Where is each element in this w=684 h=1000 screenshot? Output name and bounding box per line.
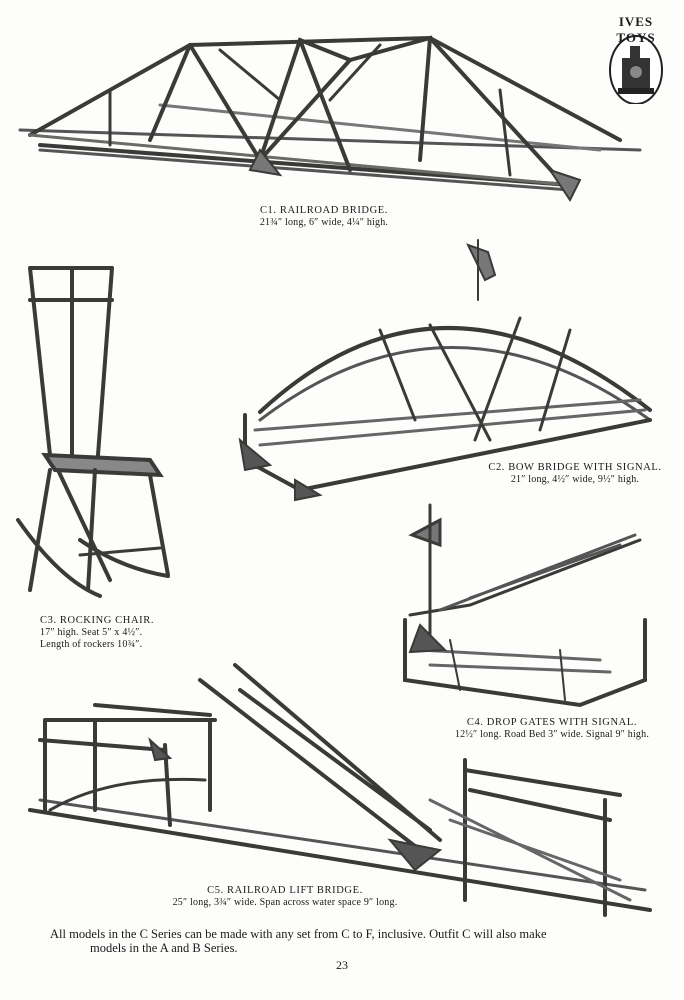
caption-title: C3. ROCKING CHAIR. xyxy=(40,615,155,626)
caption-title: C2. BOW BRIDGE WITH SIGNAL. xyxy=(488,462,662,473)
caption-c2: C2. BOW BRIDGE WITH SIGNAL. 21″ long, 4½… xyxy=(470,462,680,486)
railroad-bridge-illustration xyxy=(18,35,642,202)
caption-spec: 12½″ long. Road Bed 3″ wide. Signal 9″ h… xyxy=(454,729,650,741)
caption-c1: C1. RAILROAD BRIDGE. 21¾″ long, 6″ wide,… xyxy=(214,205,434,229)
bow-bridge-illustration xyxy=(238,239,652,502)
caption-spec: 17″ high. Seat 5″ x 4½″. xyxy=(40,627,143,639)
footer-line-2: models in the A and B Series. xyxy=(90,941,238,956)
caption-spec: 21¾″ long, 6″ wide, 4¼″ high. xyxy=(259,217,389,229)
ives-toys-logo: IVES TOYS xyxy=(606,14,666,105)
caption-spec: 25″ long, 3¾″ wide. Span across water sp… xyxy=(172,897,398,909)
caption-c5: C5. RAILROAD LIFT BRIDGE. 25″ long, 3¾″ … xyxy=(140,885,430,909)
caption-spec-2: Length of rockers 10¾″. xyxy=(40,638,143,650)
lift-bridge-illustration xyxy=(28,663,652,917)
footer-line-1: All models in the C Series can be made w… xyxy=(50,927,547,941)
footer-note: All models in the C Series can be made w… xyxy=(50,927,650,956)
caption-c4: C4. DROP GATES WITH SIGNAL. 12½″ long. R… xyxy=(432,717,672,741)
caption-title: C5. RAILROAD LIFT BRIDGE. xyxy=(207,885,363,896)
caption-title: C4. DROP GATES WITH SIGNAL. xyxy=(466,717,638,728)
caption-c3: C3. ROCKING CHAIR. 17″ high. Seat 5″ x 4… xyxy=(40,615,210,650)
page-number: 23 xyxy=(336,958,348,972)
logo-text: IVES TOYS xyxy=(616,14,656,45)
caption-title: C1. RAILROAD BRIDGE. xyxy=(259,205,389,216)
caption-spec: 21″ long, 4½″ wide, 9½″ high. xyxy=(510,474,640,486)
rocking-chair-illustration xyxy=(16,266,170,598)
locomotive-logo-icon xyxy=(609,35,663,105)
drop-gates-illustration xyxy=(403,503,647,708)
